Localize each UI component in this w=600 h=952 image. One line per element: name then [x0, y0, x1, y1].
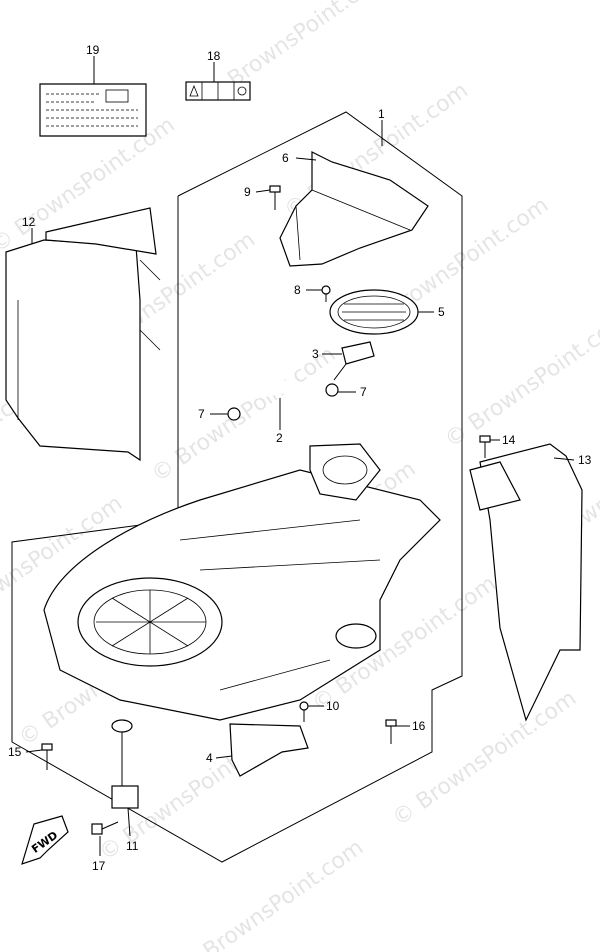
label-2: 2	[276, 431, 283, 445]
part-18-warning-decal	[185, 81, 251, 101]
label-8: 8	[294, 283, 301, 297]
label-11: 11	[126, 839, 139, 853]
label-10: 10	[326, 699, 340, 713]
watermark-text: © BrownsPoint.com	[388, 686, 581, 832]
part-7-clamp	[227, 383, 339, 421]
part-19-label-sticker	[39, 83, 147, 137]
part-12-side-cover	[5, 207, 161, 462]
label-3: 3	[312, 347, 319, 361]
label-12: 12	[22, 215, 36, 229]
part-13-side-cover	[469, 443, 583, 722]
label-5: 5	[438, 305, 445, 319]
part-6-upper-shroud	[279, 151, 429, 267]
label-16: 16	[412, 719, 426, 733]
part-11-fitting	[111, 719, 139, 809]
label-14: 14	[502, 433, 516, 447]
part-5-vent-grille	[329, 289, 419, 335]
part-3-fitting	[333, 341, 375, 381]
part-2-hose	[226, 376, 334, 405]
label-6: 6	[282, 151, 289, 165]
part-8-screw	[321, 285, 331, 302]
watermark-text: © BrownsPoint.com	[175, 835, 368, 952]
fwd-arrow-icon: FWD	[21, 815, 69, 865]
part-9-bolt	[269, 185, 281, 210]
part-14-bolt	[479, 435, 491, 458]
label-13: 13	[578, 453, 592, 467]
main-cover-housing	[43, 443, 441, 721]
label-18: 18	[207, 49, 221, 63]
label-7-upper: 7	[360, 385, 367, 399]
label-9: 9	[244, 185, 251, 199]
watermark-text: © BrownsPoint.com	[440, 307, 600, 453]
label-1: 1	[378, 107, 385, 121]
label-15: 15	[8, 745, 22, 759]
label-4: 4	[206, 751, 213, 765]
part-number-labels: 19 18 1 6 9 12 8 5 3 7 7 2 14 13 10 16 4…	[8, 43, 592, 873]
part-10-screw	[299, 701, 309, 722]
label-17: 17	[92, 859, 106, 873]
part-17-bolt	[91, 821, 119, 835]
assembly-outline	[11, 111, 463, 863]
label-19: 19	[86, 43, 100, 57]
part-4-bracket	[229, 723, 309, 777]
leader-lines	[25, 56, 575, 856]
label-7-lower: 7	[198, 407, 205, 421]
part-15-bolt	[41, 743, 53, 770]
part-16-bolt	[385, 719, 397, 744]
